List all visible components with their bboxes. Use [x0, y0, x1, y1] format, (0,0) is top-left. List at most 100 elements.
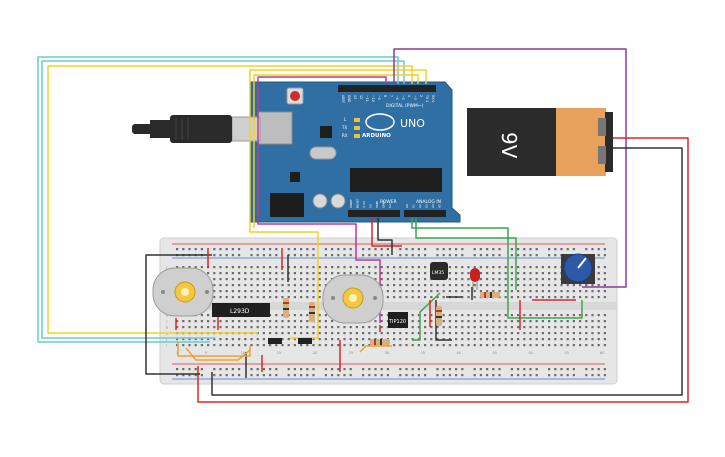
breadboard-hole[interactable] [386, 254, 389, 257]
breadboard-hole[interactable] [399, 296, 402, 299]
breadboard-hole[interactable] [541, 344, 544, 347]
breadboard-hole[interactable] [207, 344, 210, 347]
breadboard-hole[interactable] [548, 266, 551, 269]
breadboard-hole[interactable] [200, 374, 203, 377]
breadboard-hole[interactable] [579, 314, 582, 317]
breadboard-hole[interactable] [424, 320, 427, 323]
dc-motor-icon[interactable] [152, 267, 214, 317]
breadboard-hole[interactable] [467, 338, 470, 341]
breadboard-hole[interactable] [293, 374, 296, 377]
breadboard-hole[interactable] [436, 248, 439, 251]
breadboard-hole[interactable] [293, 314, 296, 317]
breadboard-hole[interactable] [182, 368, 185, 371]
breadboard-hole[interactable] [200, 344, 203, 347]
breadboard-hole[interactable] [318, 314, 321, 317]
breadboard-hole[interactable] [498, 338, 501, 341]
breadboard-hole[interactable] [306, 278, 309, 281]
breadboard-hole[interactable] [393, 272, 396, 275]
breadboard-hole[interactable] [250, 272, 253, 275]
breadboard-hole[interactable] [300, 290, 303, 293]
breadboard-hole[interactable] [461, 248, 464, 251]
breadboard-hole[interactable] [269, 290, 272, 293]
breadboard-hole[interactable] [492, 344, 495, 347]
breadboard-hole[interactable] [331, 326, 334, 329]
breadboard-hole[interactable] [479, 278, 482, 281]
breadboard-hole[interactable] [467, 332, 470, 335]
breadboard-hole[interactable] [430, 290, 433, 293]
breadboard-hole[interactable] [486, 332, 489, 335]
breadboard-hole[interactable] [312, 254, 315, 257]
breadboard-hole[interactable] [293, 344, 296, 347]
breadboard-hole[interactable] [523, 284, 526, 287]
breadboard-hole[interactable] [349, 254, 352, 257]
breadboard-hole[interactable] [393, 290, 396, 293]
breadboard-hole[interactable] [225, 296, 228, 299]
breadboard-hole[interactable] [269, 374, 272, 377]
breadboard-hole[interactable] [461, 254, 464, 257]
breadboard-hole[interactable] [603, 344, 606, 347]
breadboard-hole[interactable] [461, 290, 464, 293]
breadboard-hole[interactable] [579, 332, 582, 335]
breadboard-hole[interactable] [405, 284, 408, 287]
breadboard-hole[interactable] [349, 248, 352, 251]
breadboard-hole[interactable] [306, 344, 309, 347]
breadboard-hole[interactable] [504, 266, 507, 269]
breadboard-hole[interactable] [256, 368, 259, 371]
breadboard-hole[interactable] [473, 248, 476, 251]
breadboard-hole[interactable] [213, 266, 216, 269]
breadboard-hole[interactable] [554, 368, 557, 371]
breadboard-hole[interactable] [386, 320, 389, 323]
breadboard-hole[interactable] [411, 344, 414, 347]
breadboard-hole[interactable] [504, 320, 507, 323]
breadboard-hole[interactable] [269, 344, 272, 347]
breadboard-hole[interactable] [225, 290, 228, 293]
breadboard-hole[interactable] [442, 314, 445, 317]
breadboard-hole[interactable] [393, 344, 396, 347]
breadboard-hole[interactable] [362, 332, 365, 335]
breadboard-hole[interactable] [194, 338, 197, 341]
breadboard-hole[interactable] [517, 254, 520, 257]
breadboard-hole[interactable] [603, 248, 606, 251]
breadboard-hole[interactable] [498, 254, 501, 257]
breadboard-hole[interactable] [579, 296, 582, 299]
breadboard-hole[interactable] [343, 266, 346, 269]
breadboard-hole[interactable] [355, 326, 358, 329]
breadboard-hole[interactable] [424, 266, 427, 269]
breadboard-hole[interactable] [529, 344, 532, 347]
breadboard-hole[interactable] [579, 344, 582, 347]
resistor-icon[interactable] [480, 292, 500, 298]
breadboard-hole[interactable] [225, 374, 228, 377]
breadboard-hole[interactable] [473, 374, 476, 377]
breadboard-hole[interactable] [510, 272, 513, 275]
breadboard-hole[interactable] [455, 320, 458, 323]
breadboard-hole[interactable] [554, 272, 557, 275]
breadboard-hole[interactable] [207, 326, 210, 329]
breadboard-hole[interactable] [529, 368, 532, 371]
breadboard-hole[interactable] [467, 290, 470, 293]
breadboard-hole[interactable] [225, 326, 228, 329]
breadboard-hole[interactable] [461, 278, 464, 281]
breadboard-hole[interactable] [597, 326, 600, 329]
breadboard-hole[interactable] [281, 344, 284, 347]
breadboard-hole[interactable] [411, 254, 414, 257]
breadboard-hole[interactable] [213, 254, 216, 257]
breadboard-hole[interactable] [225, 320, 228, 323]
breadboard-hole[interactable] [572, 284, 575, 287]
breadboard-hole[interactable] [231, 284, 234, 287]
breadboard-hole[interactable] [219, 368, 222, 371]
breadboard-hole[interactable] [244, 338, 247, 341]
breadboard-hole[interactable] [560, 314, 563, 317]
breadboard-hole[interactable] [331, 320, 334, 323]
breadboard-hole[interactable] [312, 344, 315, 347]
breadboard-hole[interactable] [343, 332, 346, 335]
breadboard-hole[interactable] [331, 368, 334, 371]
breadboard-hole[interactable] [324, 332, 327, 335]
breadboard-hole[interactable] [597, 278, 600, 281]
breadboard-hole[interactable] [572, 290, 575, 293]
breadboard-hole[interactable] [541, 338, 544, 341]
breadboard-hole[interactable] [362, 338, 365, 341]
breadboard-hole[interactable] [417, 326, 420, 329]
breadboard-hole[interactable] [486, 344, 489, 347]
breadboard-hole[interactable] [572, 314, 575, 317]
breadboard-hole[interactable] [492, 284, 495, 287]
